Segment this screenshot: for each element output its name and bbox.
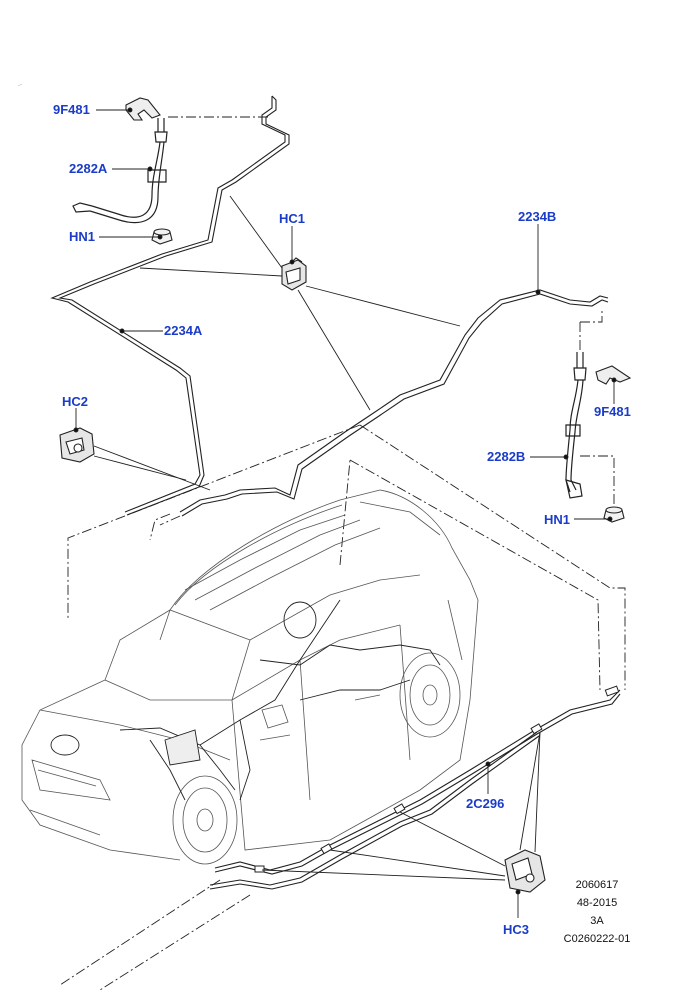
- callout-2282b[interactable]: 2282B: [487, 449, 526, 464]
- callout-9f481-right[interactable]: 9F481: [594, 404, 631, 419]
- pipe-2c296-joints: [254, 685, 620, 873]
- reference-line-2: 48-2015: [576, 897, 618, 909]
- callout-hc1[interactable]: HC1: [279, 211, 306, 226]
- corner-mark: [17, 83, 23, 87]
- flex-hose-2282a[interactable]: [72, 118, 168, 224]
- reference-line-4: C0260222-01: [563, 933, 631, 945]
- brake-pipe-2c296[interactable]: [209, 689, 621, 890]
- hc3-leader-lines: [261, 731, 541, 881]
- vehicle-brake-lines: [50, 599, 441, 801]
- hc1-leader-lines: [139, 195, 461, 411]
- reference-line-3: 3A: [590, 915, 604, 927]
- clip-hc2[interactable]: [59, 427, 95, 463]
- callout-2c296[interactable]: 2C296: [466, 796, 505, 811]
- clip-hc1[interactable]: [281, 257, 307, 291]
- hc2-leader-lines: [93, 445, 211, 491]
- brake-pipe-2234b[interactable]: [179, 289, 609, 517]
- callout-9f481-top[interactable]: 9F481: [53, 102, 90, 117]
- callout-2234a[interactable]: 2234A: [164, 323, 203, 338]
- callout-hc3[interactable]: HC3: [503, 922, 530, 937]
- callout-hc2[interactable]: HC2: [62, 394, 89, 409]
- nut-hn1-top[interactable]: [151, 228, 173, 245]
- phantom-lines: [59, 116, 626, 990]
- nut-hn1-right[interactable]: [603, 506, 625, 523]
- callout-2234b[interactable]: 2234B: [518, 209, 557, 224]
- flex-hose-2282b[interactable]: [565, 352, 587, 499]
- callout-leaders: [73, 107, 617, 918]
- clip-hc3[interactable]: [504, 849, 546, 893]
- reference-line-1: 2060617: [575, 879, 619, 891]
- callout-2282a[interactable]: 2282A: [69, 161, 108, 176]
- clip-9f481-top[interactable]: [125, 97, 161, 121]
- brake-pipe-2234a[interactable]: [50, 95, 290, 516]
- callout-hn1-right[interactable]: HN1: [544, 512, 571, 527]
- vehicle-outline: [21, 489, 479, 865]
- callout-hn1-top[interactable]: HN1: [69, 229, 96, 244]
